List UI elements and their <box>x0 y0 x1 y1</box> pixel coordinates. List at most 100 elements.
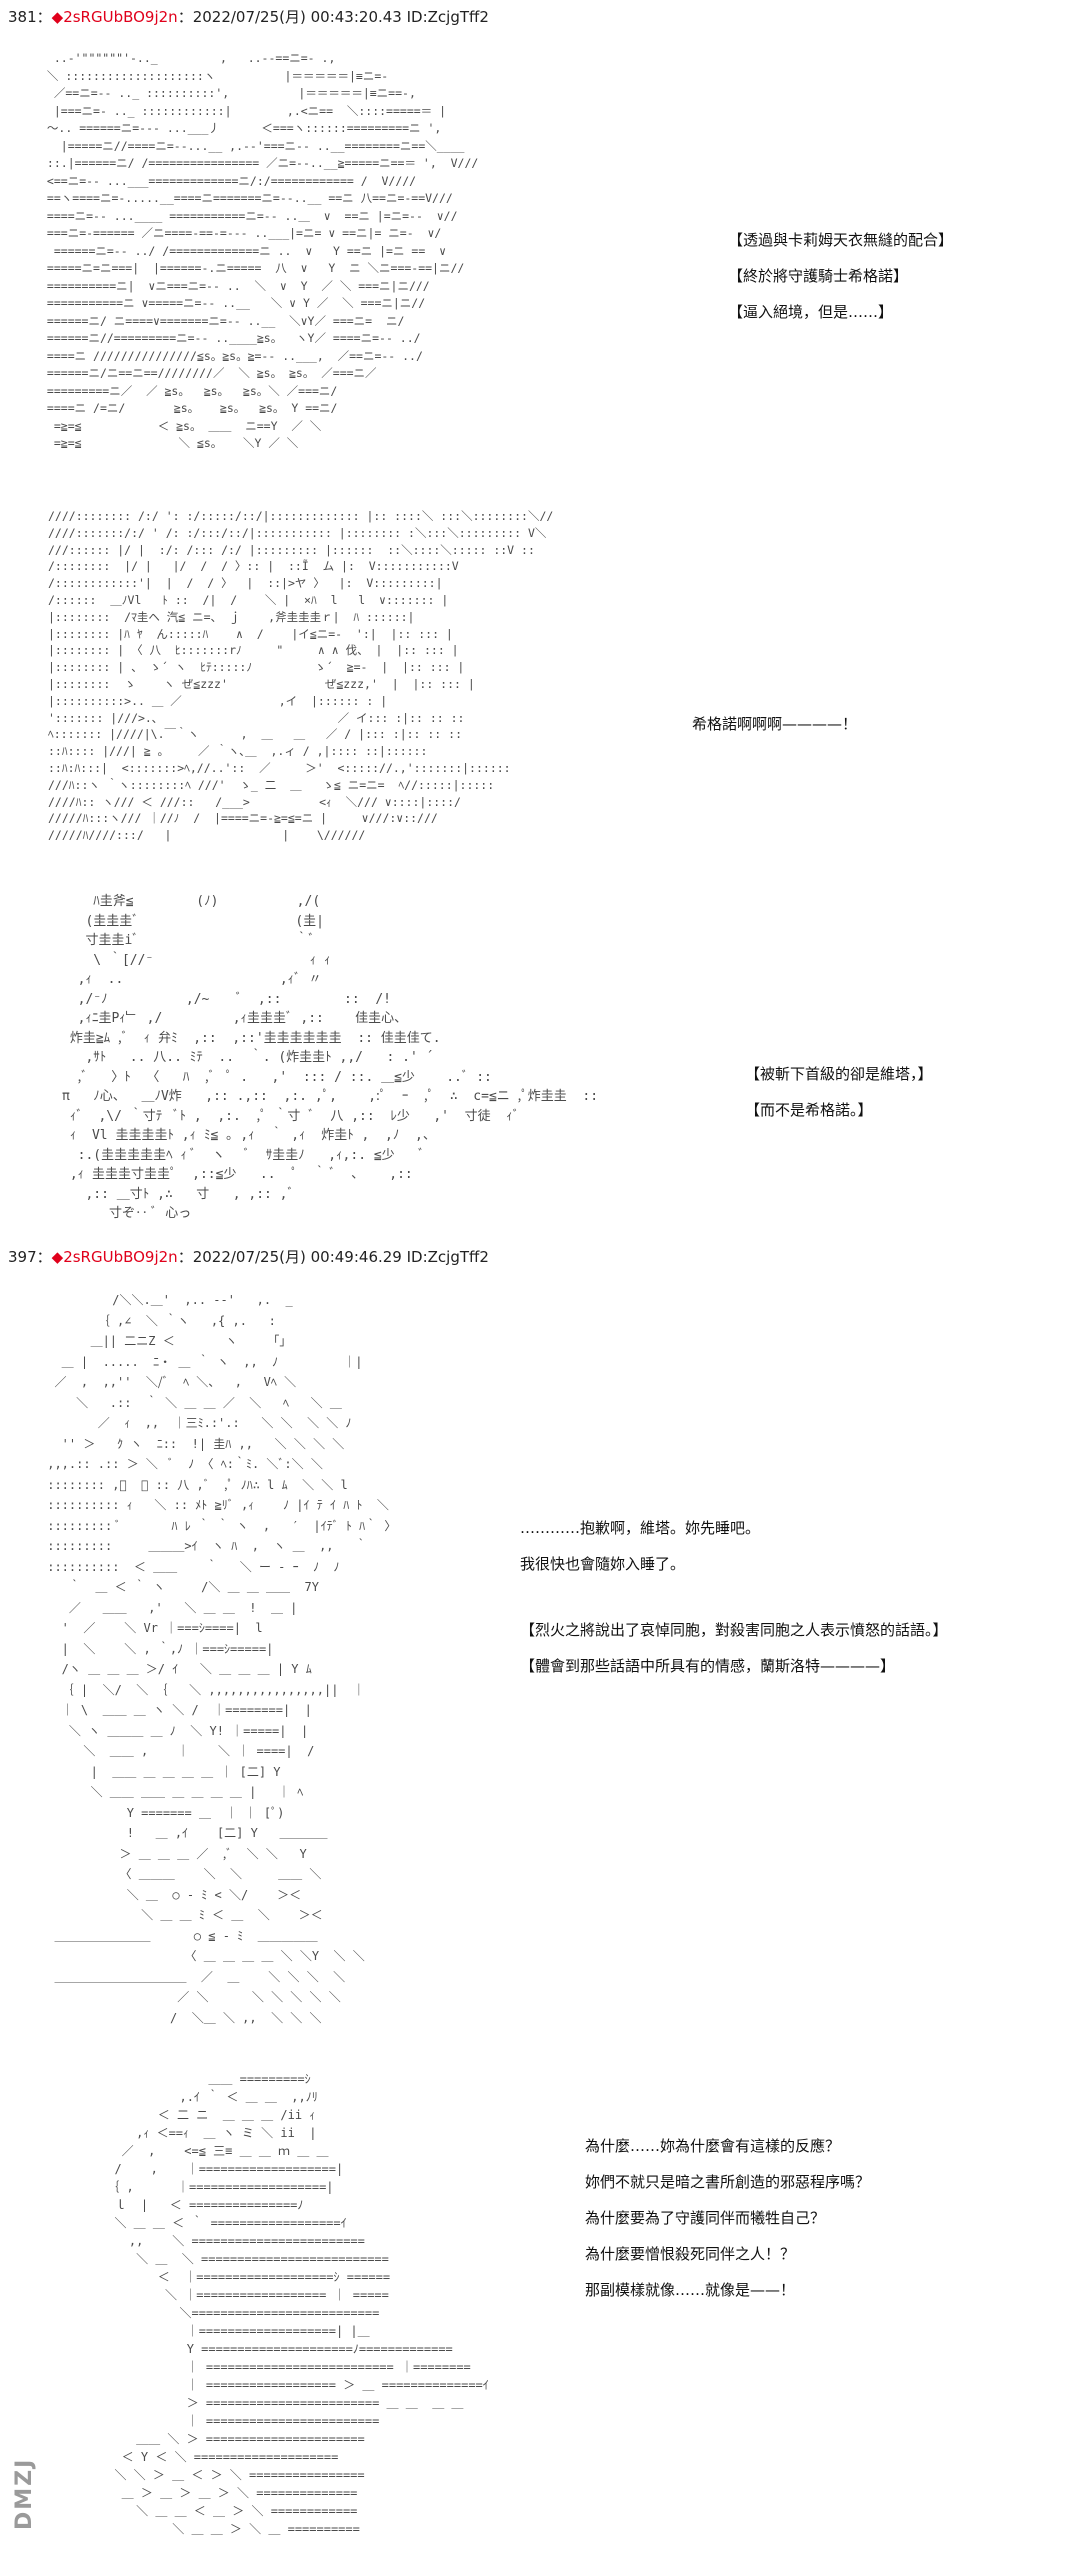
ascii-art-row: Y ======= ＿ ｜ ｜ [ﾟ) <box>40 1805 285 1820</box>
ascii-art-row: |:::::::: ゝ ヽ ぜ≦zzz' ぜ≦zzz,' | |:: ::: | <box>48 676 475 691</box>
ascii-art-row: /////ﾊ:::ヽ/// ｜//ﾉ / |====ニ=‐≧=≦=ニ | ∨//… <box>48 811 438 826</box>
ascii-art-row: ＿＿＿＿＿＿＿＿＿＿＿ ／ ＿ ＼ ＼ ＼ ＼ <box>40 1969 346 1984</box>
ascii-art-row: ====ニ=‐- ...____ ===========ニ=‐- ..＿ ∨ =… <box>40 208 458 223</box>
ascii-art-panel-2: ////:::::::: /:/ ': :/:::::/::/|::::::::… <box>48 508 628 848</box>
caption-line: 【透過與卡莉姆天衣無縫的配合】 <box>728 231 954 249</box>
ascii-art-row: ==ヽ====ニ=-.....__====ニ=======ニ=‐-..__ ==… <box>40 191 453 205</box>
ascii-art-row: ====ニ /=ニ/ ≧s。 ≧s。 ≧s。 Y ==ニ/ <box>40 401 338 415</box>
ascii-art-row: ＼ ＿ ＿ ＜ ｀ ==================ｲ <box>100 2216 347 2230</box>
ascii-art-row: ﾍ::::::: |////|\.￣｀ヽ , ＿ ＿ ／ / |::: :|::… <box>48 727 463 742</box>
ascii-art-row: ,ﾞ 〉ﾄ 〈 ﾊ ,ﾞ ﾟ . ,' ::: / ::. ＿≦少 ..ﾞ :: <box>62 1069 492 1085</box>
caption-line: 【被斬下首級的卻是維塔，】 <box>745 1065 933 1083</box>
ascii-art-row: ＼ ＿ ＿ ﾐ ＜ ＿ ＼ ＞＜ <box>40 1908 323 1922</box>
ascii-art-row: | ＿＿ ＿ ＿ ＿ ＿ ｜ [二] Y <box>40 1764 281 1779</box>
ascii-art-row: ,, ＼ ======================== <box>100 2234 365 2248</box>
ascii-art-row: '' ＞ ｸ ヽ ﾆ:: !| 圭ﾊ ,, ＼ ＼ ＼ ＼ <box>40 1436 345 1451</box>
ascii-art-row: :::::::: ,ﾞ ＼ :: 八 ,ﾞ ,ﾟ ﾉﾊ∴ l ﾑ ＼ ＼ l <box>40 1477 348 1492</box>
ascii-art-row: ／ ＼ ＼ ＼ ＼ ＼ ＼ <box>40 1990 341 2004</box>
ascii-art-row: ! ＿ ,ｲ [二] Y ＿＿＿＿ <box>40 1826 328 1840</box>
ascii-art-row: ＿ | ..... ﾆ・ ＿ ｀ ヽ ,, ﾉ ｜| <box>40 1354 363 1369</box>
ascii-art-row: ..-'""""""'-.._ , ..-‐==ニ=- ., <box>40 51 336 65</box>
ascii-art-row: ＼ ＿ ＿ ＞ ＼ ＿ ========== <box>100 2522 360 2536</box>
ascii-art-row: |:::::::: | 、 ゝ´ ヽ ﾋﾃ:::::ﾉ ゝ´ ≧=- | |::… <box>48 660 465 675</box>
ascii-art-row: ////:::::::: /:/ ': :/:::::/::/|::::::::… <box>48 509 554 523</box>
ascii-art-row: ｌ | ＜ ===============ﾉ <box>100 2198 304 2212</box>
ascii-art-row: |:::::::: /ﾏ圭ヘ 汽≦ ニ=、 ｊ ,斧圭圭圭ｒ| ﾊ ::::::… <box>48 609 415 624</box>
ascii-art-row: ｛ ,∠ ＼ ｀ヽ ,{ ,. : <box>40 1313 276 1328</box>
ascii-art-row: /:::::: ＿ﾉVl ﾄ :: /| / ＼ | ×ﾊ l l ∨:::::… <box>48 592 449 607</box>
ascii-art-row: ＿|| 二ニZ ＜ ヽ ｢｣ <box>40 1334 286 1348</box>
caption-line: …………抱歉啊，維塔。妳先睡吧。 <box>520 1519 761 1537</box>
ascii-art-row: ＞ ＿ ＿ ＿ ／ ,ﾞ ＼ ＼ Y <box>40 1846 307 1861</box>
ascii-art-row: ＼ ヽ ＿＿＿ ＿ ﾉ ＼ Y! ｜=====| | <box>40 1723 309 1738</box>
ascii-art-row: ==========ニ| ∨ニ===ニ=‐- .. ＼ ∨ Y ／ ＼ ===ニ… <box>40 278 430 293</box>
caption-line: 我很快也會隨妳入睡了。 <box>520 1555 686 1573</box>
caption-line: 為什麼要憎恨殺死同伴之人！？ <box>585 2245 796 2263</box>
caption-line: 為什麼……妳為什麼會有這樣的反應？ <box>585 2137 841 2155</box>
post-meta: ：2022/07/25(月) 00:43:20.43 ID:ZcjgTff2 <box>177 8 489 26</box>
ascii-art-row: ＼ ＿＿ , ｜ ＼ ｜ ====| / <box>40 1744 315 1758</box>
ascii-art-row: ,ｨ ＜==ｨ ＿ ヽ ミ ＼ ii | <box>100 2126 317 2140</box>
ascii-art-row: ///:::::: |/ | :/: /::: /:/ |::::::::: |… <box>48 542 535 557</box>
ascii-art-row: /＼＼.＿' ,.. -‐' ,. _ <box>40 1293 293 1307</box>
ascii-art-row: Y =====================ﾉ============= <box>100 2342 453 2356</box>
caption-group-5: 為什麼……妳為什麼會有這樣的反應？ 妳們不就只是暗之書所創造的邪惡程序嗎？ 為什… <box>585 2128 870 2308</box>
ascii-art-row: =≧=≦ ＼ ≦s。 ＼Y ／ ＼ <box>40 436 299 450</box>
ascii-art-row: ,ｨ .. ,ｨﾞ 〃 <box>62 972 322 987</box>
ascii-art-row: \ ｀[//⁻ ｨ ｨ <box>62 952 331 968</box>
ascii-art-row: ＜ ｜===================ｼ ====== <box>100 2270 391 2284</box>
ascii-art-row: ,ｻﾄ .. 八.. ﾐﾃ .. ｀. (炸圭圭ﾄ ,,/ : .' ´ <box>62 1050 434 1065</box>
ascii-art-row: ＼ ＿＿ ＿＿ ＿ ＿ ＿ ＿ | ｜ ﾍ <box>40 1785 304 1799</box>
ascii-art-row: ｜ ================== ＞ ＿ ==============ｲ <box>100 2378 489 2392</box>
ascii-art-panel-1: ..-'""""""'-.._ , ..-‐==ニ=- ., ＼ :::::::… <box>40 50 680 470</box>
ascii-art-row: ,/⁻ﾉ ,/~ ﾞ ,:: :: /! <box>62 991 391 1007</box>
ascii-art-row: ＼ ＿ ＿ ＜ ＿ ＞ ＼ ============ <box>100 2504 358 2518</box>
trip-diamond-icon: ◆ <box>51 8 64 26</box>
ascii-art-row: ===ニ=‐====== ／ニ====-==-=‐‐- ..___|=ニ= ∨ … <box>40 226 442 240</box>
ascii-art-row: ＼ ::::::::::::::::::::ヽ |＝＝＝＝＝|≡ニ=- <box>40 68 389 83</box>
ascii-art-row: 寸ぞ‥ ﾞ 心っ <box>62 1206 192 1221</box>
ascii-art-row: / ＼＿ ＼ ,, ＼ ＼ ＼ <box>40 2010 322 2025</box>
ascii-art-row: :::::::::: ｨ ＼ :: ﾒﾄ ≧ﾘﾞ ,ｨ ﾉ |ｲ ﾃ ｲ ﾊ ﾄ… <box>40 1498 389 1512</box>
post-number: 381： <box>8 8 52 26</box>
caption-line: 【而不是希格諾。】 <box>745 1101 873 1119</box>
ascii-art-row: ,:: ＿寸ﾄ ,∴ 寸 , ,:: ,ﾞ <box>62 1186 295 1202</box>
post-meta: ：2022/07/25(月) 00:49:46.29 ID:ZcjgTff2 <box>177 1248 489 1266</box>
ascii-art-row: ,ｨ 圭圭圭寸圭圭ﾟ ,::≦少 .. ﾟ ｀ ﾞ ､ ,:: <box>62 1167 413 1182</box>
ascii-art-row: /:::::::: |/ | |/ / / 〉:: | ::Ĩ ム |: V::… <box>48 559 459 574</box>
ascii-art-row: ===========ニ ∨=====ニ=‐- ..__ ＼ ∨ Y ／ ＼ =… <box>40 296 426 310</box>
ascii-art-row: ====ニ ///////////////≦s。≧s。≧=‐- ..___, ／… <box>40 348 423 363</box>
site-watermark-logo: DMZJ <box>8 2420 44 2540</box>
poster-name[interactable]: 2sRGUbBO9j2n <box>63 8 178 26</box>
ascii-art-row: ======ニ=‐- ../ /=============ニ .. ∨ Y ==… <box>40 243 447 258</box>
ascii-art-row: |=====ニ//====ニ=--...__ ,.-‐'===ニ‐- ..__=… <box>40 138 465 153</box>
ascii-art-row: ｜ ======================== <box>100 2414 380 2428</box>
ascii-art-row: ======ニ/ニ==ニ==////////／ ＼ ≧s。 ≧s。 ／===ニ／ <box>40 366 377 380</box>
post-header-397: 397：◆2sRGUbBO9j2n：2022/07/25(月) 00:49:46… <box>8 1244 489 1270</box>
ascii-art-row: ｛ , ｜===================| <box>100 2180 334 2194</box>
ascii-art-row: ｨﾞ ,\/ ｀寸ﾃ ﾞﾄ , ,:. ,ﾟ ｀寸 ﾞ 八 ,:: ﾚ少 ,' … <box>62 1108 520 1124</box>
caption-line: 希格諾啊啊啊————！ <box>692 715 858 733</box>
ascii-art-row: ／ ｨ ,, ｜三ﾐ.:'.: ＼ ＼ ＼ ＼ ﾉ <box>40 1416 366 1430</box>
caption-line: 【體會到那些話語中所具有的情感，蘭斯洛特————】 <box>520 1657 896 1675</box>
ascii-art-row: ＿ ＞ ＿ ＞ ＿ ＞ ＼ ============== <box>100 2486 358 2500</box>
ascii-art-row: ＿＿ ＼ ＞ ====================== <box>100 2432 365 2446</box>
caption-line: 妳們不就只是暗之書所創造的邪惡程序嗎？ <box>585 2173 871 2191</box>
ascii-art-row: ／ , <=≦ 三≡ ＿ ＿ ｍ ＿ ＿ <box>100 2144 329 2158</box>
caption-line: 【烈火之將說出了哀悼同胞，對殺害同胞之人表示憤怒的話語。】 <box>520 1621 948 1639</box>
ascii-art-row: ｛ | ＼/ ＼ ｛ ＼ ,,,,,,,,,,,,,,,,|| ｜ <box>40 1682 365 1697</box>
ascii-art-row: ｨ Vl 圭圭圭圭ﾄ ,ｨ ﾐ≦ ｡ ,ｨ ｀ ,ｨ 炸圭ﾄ , ,ﾉ ,、 <box>62 1128 436 1143</box>
ascii-art-row: ,.ｲ ｀ ＜ ＿ ＿ ,,ﾉﾘ <box>100 2090 318 2104</box>
ascii-art-row: ::ﾊ:::: |///| ≧ ｡ ／ ｀ヽ､＿ ,.ィ / ,|:::: ::… <box>48 744 428 759</box>
ascii-art-row: ＼========================== <box>100 2306 380 2320</box>
ascii-art-row: ／ ＿＿ ,' ＼ ＿ ＿ ! ＿ | <box>40 1600 298 1615</box>
ascii-art-row: | ＼ ＼ , ｀,ﾉ ｜===ｼ=====| <box>40 1641 274 1656</box>
poster-name[interactable]: 2sRGUbBO9j2n <box>63 1248 178 1266</box>
ascii-art-panel-5: ＿＿ =========ｼ ,.ｲ ｀ ＜ ＿ ＿ ,,ﾉﾘ ＜ 二 ニ ＿ ＿… <box>100 2070 800 2540</box>
ascii-art-row: 炸圭≧ﾑ ,ﾞ ｨ 弁ﾐ ,:: ,::'圭圭圭圭圭圭 :: 佳圭佳て. <box>62 1030 441 1046</box>
ascii-art-row: ＿＿＿＿＿＿＿＿ ○ ≦ ‐ ﾐ ＿＿＿＿＿ <box>40 1928 318 1943</box>
ascii-art-row: ＼ ＼ ＞ ＿ ＜ ＞ ＼ ================ <box>100 2468 365 2482</box>
ascii-art-row: 〈 ＿＿＿ ＼ ＼ ＿＿ ＼ <box>40 1867 322 1881</box>
ascii-art-row: ＼ ＿ ＼ ========================== <box>100 2252 389 2266</box>
ascii-art-row: ======ニ/ ニ====∨=======ニ=‐- ..__ ＼∨Y／ ===… <box>40 313 405 328</box>
